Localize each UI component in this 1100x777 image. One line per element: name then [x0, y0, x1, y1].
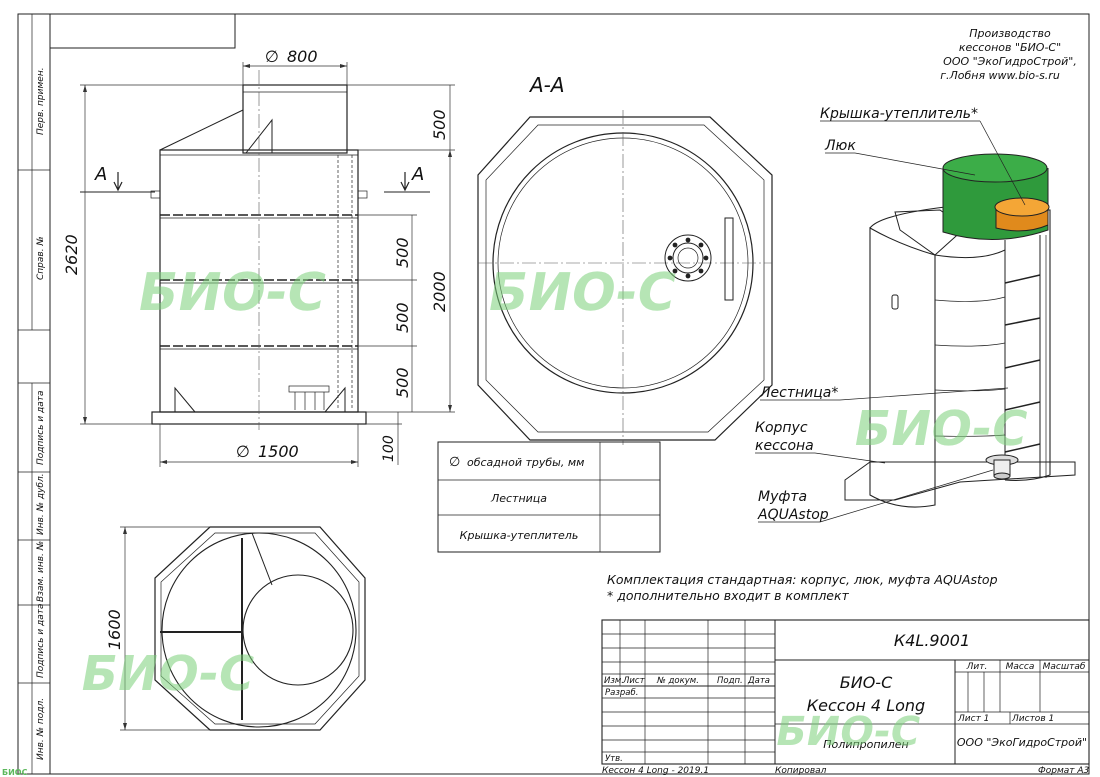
- dim-2620: 2620: [62, 234, 81, 275]
- dim-800: 800: [287, 47, 318, 66]
- tb-sheet: Лист 1: [957, 714, 989, 724]
- options-row-lid: Крышка-утеплитель: [460, 529, 579, 542]
- side-label-vzam: Взам. инв. №: [36, 541, 46, 602]
- callout-hatch: Люк: [824, 138, 856, 154]
- callout-body2: кессона: [755, 438, 814, 454]
- producer-line4: г.Лобня www.bio-s.ru: [940, 69, 1060, 82]
- dim-100: 100: [381, 435, 397, 462]
- side-label-perv: Перв. примен.: [36, 67, 46, 135]
- callout-coupling1: Муфта: [758, 489, 807, 505]
- sheet-border: [17, 13, 1090, 775]
- producer-info: Производство кессонов "БИО-С" ООО "ЭкоГи…: [940, 27, 1077, 82]
- footer-copy: Копировал: [775, 766, 827, 776]
- title-block: К4L.9001 БИО-С Кессон 4 Long Полипропиле…: [601, 619, 1090, 765]
- tb-podp: Подп.: [717, 676, 743, 686]
- coupling-3d: [985, 454, 1019, 480]
- front-dimensions: ∅ 800 2620 500 2000 500 500 500 100: [62, 47, 455, 467]
- producer-line2: кессонов "БИО-С": [959, 41, 1061, 54]
- callout-lid: Крышка-утеплитель*: [820, 106, 978, 122]
- top-left-stamp-box: [49, 13, 236, 49]
- dim-2000: 2000: [430, 271, 449, 312]
- side-label-sprav: Справ. №: [36, 236, 46, 280]
- isometric-view: БИО-С Крышка-утеплитель* Люк Лестница* К…: [755, 106, 1076, 523]
- watermark-bottom: БИО-С: [76, 646, 258, 702]
- dim-diam-800-sign: ∅: [265, 47, 279, 66]
- doc-code: К4L.9001: [894, 631, 970, 650]
- coupling-front: [288, 385, 330, 410]
- side-label-inv-podl: Инв. № подл.: [36, 698, 46, 760]
- dim-500-a: 500: [393, 237, 412, 268]
- tb-mass: Масса: [1006, 662, 1035, 672]
- side-label-podpis2: Подпись и дата: [36, 603, 46, 678]
- tb-sheets: Листов 1: [1011, 714, 1054, 724]
- tb-list: Лист: [622, 676, 646, 686]
- front-view: А А БИО-С: [80, 70, 430, 430]
- bottom-view: 1600 БИО-С: [76, 526, 366, 731]
- callout-body1: Корпус: [755, 420, 808, 436]
- doc-name2: Кессон 4 Long: [807, 696, 925, 715]
- note-line2: * дополнительно входит в комплект: [607, 588, 850, 603]
- section-mark-right: А: [411, 164, 424, 185]
- footer-logo: БИОС: [2, 768, 28, 777]
- dim-1600: 1600: [105, 609, 124, 650]
- options-diam-sign: ∅: [449, 455, 460, 470]
- watermark-front: БИО-С: [133, 262, 331, 323]
- dim-500-b: 500: [393, 302, 412, 333]
- section-a-a-view: A-A БИО-С: [477, 73, 773, 445]
- dim-1500: 1500: [258, 442, 299, 461]
- producer-line1: Производство: [969, 27, 1051, 40]
- tb-docnum: № докум.: [656, 676, 699, 686]
- tb-date: Дата: [747, 676, 770, 686]
- callout-ladder: Лестница*: [759, 385, 838, 401]
- dim-diam-1500-sign: ∅: [236, 442, 250, 461]
- footer-format: Формат А3: [1038, 766, 1090, 776]
- tb-razrab: Разраб.: [605, 688, 638, 698]
- doc-name1: БИО-С: [840, 673, 893, 692]
- tb-utv: Утв.: [605, 754, 623, 764]
- dim-500-c: 500: [393, 367, 412, 398]
- doc-material: Полипропилен: [823, 738, 908, 751]
- tb-lit: Лит.: [966, 662, 988, 672]
- footer-left: Кессон 4 Long - 2019.1: [602, 766, 709, 776]
- watermark-titleblock: БИО-С: [772, 708, 924, 755]
- neck: [242, 84, 348, 154]
- producer-line3: ООО "ЭкоГидроСтрой",: [943, 55, 1077, 68]
- note-line1: Комплектация стандартная: корпус, люк, м…: [607, 572, 998, 587]
- callout-coupling2: AQUAstop: [757, 507, 829, 523]
- side-label-inv-dubl: Инв. № дубл.: [36, 473, 46, 535]
- tb-scale: Масштаб: [1043, 662, 1086, 672]
- options-row-casing: обсадной трубы, мм: [467, 456, 584, 469]
- section-mark-left: А: [94, 164, 107, 185]
- dim-500-top: 500: [430, 109, 449, 140]
- doc-company: ООО "ЭкоГидроСтрой": [957, 736, 1087, 749]
- options-table: ∅ обсадной трубы, мм Лестница Крышка-уте…: [437, 441, 661, 553]
- options-row-ladder: Лестница: [490, 492, 547, 505]
- tb-izm: Изм.: [604, 676, 624, 686]
- side-label-podpis1: Подпись и дата: [36, 390, 46, 465]
- side-stamp-column: Перв. примен. Справ. № Подпись и дата Ин…: [18, 14, 50, 774]
- watermark-section: БИО-С: [483, 262, 681, 323]
- section-label: A-A: [528, 73, 565, 97]
- watermark-3d: БИО-С: [849, 401, 1031, 457]
